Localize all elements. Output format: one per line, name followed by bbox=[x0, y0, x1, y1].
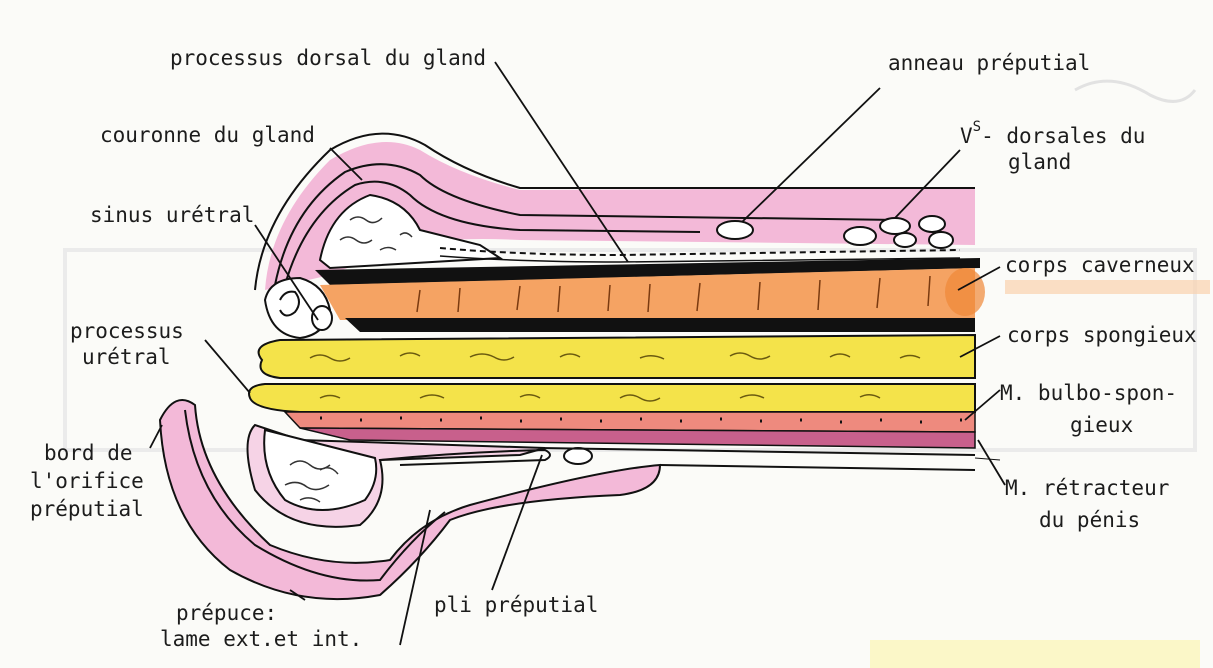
dorsal-vessel-1 bbox=[717, 221, 753, 239]
tunica-bottom-black bbox=[345, 318, 975, 332]
label-couronne: couronne du gland bbox=[100, 122, 315, 148]
yellow-smudge bbox=[870, 640, 1200, 668]
faint-scribble bbox=[1075, 81, 1195, 101]
label-processus-uretral-1: processus bbox=[70, 318, 184, 344]
leader-bord bbox=[150, 425, 162, 448]
label-prepuce-2: lame ext.et int. bbox=[160, 626, 362, 652]
label-bulbo-2: gieux bbox=[1000, 412, 1177, 438]
orange-smudge bbox=[1005, 280, 1210, 294]
dorsal-vessel-2 bbox=[844, 227, 876, 245]
corps-spongieux-lower bbox=[249, 384, 975, 412]
label-corps-spongieux: corps spongieux bbox=[1007, 322, 1197, 348]
label-vs-line2: gland bbox=[960, 149, 1145, 175]
ventral-outline bbox=[660, 465, 975, 470]
label-bord-3: préputial bbox=[30, 496, 144, 522]
label-bulbo-spongieux: M. bulbo-spon- gieux bbox=[1000, 380, 1177, 438]
dorsal-vessel-3 bbox=[880, 218, 910, 234]
cavernous-end-shade bbox=[945, 268, 985, 316]
dorsal-vessel-4 bbox=[919, 216, 945, 232]
label-processus-dorsal: processus dorsal du gland bbox=[170, 45, 486, 71]
label-vs-rest: - dorsales du bbox=[981, 124, 1145, 148]
label-prepuce-1: prépuce: bbox=[160, 600, 362, 626]
label-bord-2: l'orifice bbox=[30, 468, 144, 494]
label-corps-caverneux: corps caverneux bbox=[1005, 252, 1195, 278]
leader-prepuce bbox=[400, 510, 430, 645]
urethral-tip bbox=[312, 306, 332, 330]
dorsal-bottom-pink bbox=[975, 458, 1000, 460]
label-bord-orifice: bord de l'orifice préputial bbox=[30, 440, 144, 522]
label-bord-1: bord de bbox=[30, 440, 144, 466]
label-retracteur-1: M. rétracteur bbox=[1005, 475, 1169, 501]
dorsal-vessel-5 bbox=[929, 232, 953, 248]
label-sinus-uretral: sinus urétral bbox=[90, 202, 254, 228]
label-processus-uretral: processus urétral bbox=[70, 318, 184, 370]
leader-processus-uretral bbox=[205, 340, 250, 393]
label-vs-sup: S bbox=[973, 119, 981, 135]
label-retracteur: M. rétracteur du pénis bbox=[1005, 475, 1169, 533]
leader-retracteur bbox=[978, 440, 1005, 485]
label-vs-main: V bbox=[960, 124, 973, 148]
corps-spongieux-upper bbox=[259, 335, 975, 378]
label-retracteur-2: du pénis bbox=[1005, 507, 1169, 533]
small-vessel-lower bbox=[564, 448, 592, 464]
label-veines-dorsales: VS- dorsales du gland bbox=[960, 118, 1145, 175]
dorsal-vessel-6 bbox=[894, 233, 916, 247]
leader-pli bbox=[492, 455, 542, 590]
label-pli-preputial: pli préputial bbox=[434, 592, 598, 618]
label-anneau-preputial: anneau préputial bbox=[888, 50, 1090, 76]
label-processus-uretral-2: urétral bbox=[70, 344, 184, 370]
label-prepuce: prépuce: lame ext.et int. bbox=[160, 600, 362, 652]
label-bulbo-1: M. bulbo-spon- bbox=[1000, 380, 1177, 406]
